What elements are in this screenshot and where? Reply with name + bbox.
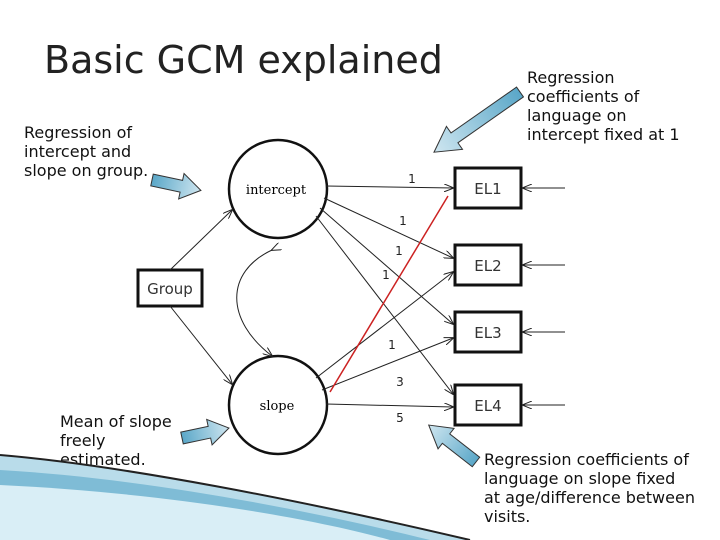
note-slope-mean: Mean of slope freely estimated. — [60, 412, 172, 469]
note-line: at age/difference between — [484, 488, 695, 507]
pointer-arrow-top-left — [150, 172, 202, 200]
group-label: Group — [147, 280, 193, 298]
indicator-el4: EL4 — [453, 383, 523, 427]
note-line: language on slope fixed — [484, 469, 676, 488]
loading-value: 1 — [395, 244, 403, 258]
note-line: intercept fixed at 1 — [527, 125, 680, 144]
loading-value: 1 — [388, 338, 396, 352]
indicator-el2: EL2 — [453, 243, 523, 287]
path-group-slope — [169, 305, 232, 384]
indicator-label: EL2 — [474, 257, 501, 275]
note-line: slope on group. — [24, 161, 149, 180]
note-line: Regression of — [24, 123, 133, 142]
note-line: intercept and — [24, 142, 132, 161]
loading-intercept-el4 — [315, 215, 453, 394]
residual-covariance — [236, 250, 272, 356]
note-line: coefficients of — [527, 87, 640, 106]
indicator-el1: EL1 — [453, 166, 523, 210]
loading-value: 3 — [396, 375, 404, 389]
note-line: language on — [527, 106, 627, 125]
path-group-intercept — [169, 210, 232, 271]
indicator-el3: EL3 — [453, 310, 523, 354]
loading-value: 1 — [399, 214, 407, 228]
loading-intercept-el2 — [323, 197, 453, 258]
note-line: Regression coefficients of — [484, 450, 689, 469]
loading-slope-el3 — [321, 338, 453, 391]
loading-value: 5 — [396, 411, 404, 425]
note-line: Regression — [527, 68, 615, 87]
note-line: visits. — [484, 507, 531, 526]
loading-intercept-el1 — [325, 186, 453, 188]
pointer-arrow-bottom-right — [427, 424, 481, 468]
loading-intercept-el3 — [319, 207, 453, 324]
loading-value: 1 — [408, 172, 416, 186]
note-line: Mean of slope — [60, 412, 172, 431]
decorative-swoosh — [0, 454, 471, 540]
indicator-label: EL3 — [474, 324, 501, 342]
accent-line — [329, 195, 449, 393]
loading-slope-el4 — [325, 404, 453, 407]
intercept-label: intercept — [246, 183, 307, 198]
note-line: freely — [60, 431, 106, 450]
intercept-node — [227, 138, 329, 240]
loading-value: 1 — [382, 268, 390, 282]
indicator-label: EL1 — [474, 180, 501, 198]
note-group-regression: Regression of intercept and slope on gro… — [24, 123, 148, 180]
slide-title: Basic GCM explained — [44, 38, 443, 82]
pointer-arrow-top-right — [433, 86, 525, 153]
pointer-arrow-bottom-left — [180, 418, 230, 446]
loading-slope-el2 — [315, 272, 453, 379]
slope-label: slope — [260, 399, 295, 414]
indicator-label: EL4 — [474, 397, 501, 415]
note-intercept-loadings: Regression coefficients of language on i… — [527, 68, 680, 144]
note-slope-loadings: Regression coefficients of language on s… — [484, 450, 695, 526]
